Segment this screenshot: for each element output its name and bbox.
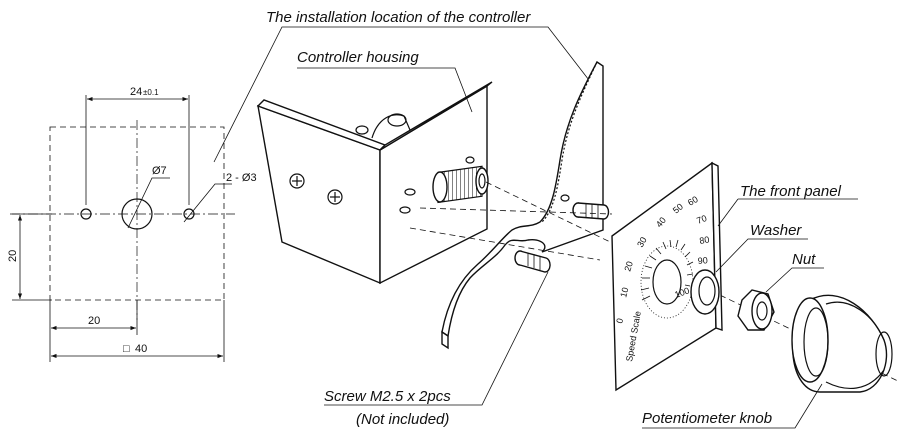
screw-upper [572, 202, 610, 220]
scale-tick-10: 10 [618, 286, 630, 298]
potentiometer-shaft [432, 165, 489, 204]
front-panel: 0 10 20 30 40 50 60 70 80 90 100 Speed S… [611, 161, 723, 392]
housing-mount-hole-1 [404, 188, 416, 196]
front-panel-center-hole [652, 259, 682, 305]
washer-leader [715, 238, 808, 273]
center-hole-leader [127, 177, 170, 229]
right-screw-hole [183, 208, 195, 220]
label-potentiometer-knob: Potentiometer knob [642, 410, 772, 427]
speed-scale-ticks: 0 10 20 30 40 50 60 70 80 90 100 [614, 194, 710, 324]
nut [737, 289, 775, 331]
square-symbol: □ [123, 343, 130, 355]
potentiometer-knob [791, 294, 893, 393]
housing-left-wall [257, 104, 381, 285]
label-not-included: (Not included) [356, 411, 449, 428]
housing-screw-2 [327, 189, 343, 205]
housing-screw-1 [289, 173, 305, 189]
left-screw-hole [80, 208, 92, 220]
side-holes-diameter: 2 - Ø3 [226, 172, 257, 184]
label-screw: Screw M2.5 x 2pcs [324, 388, 451, 405]
label-controller-housing: Controller housing [297, 49, 419, 66]
mounting-plate-section [441, 60, 604, 350]
scale-tick-40: 40 [654, 215, 668, 229]
panel-cutout-template: 24 ±0.1 Ø7 2 - Ø3 20 20 □ 40 [7, 86, 257, 362]
controller-housing [256, 81, 493, 285]
vertical-offset-value: 20 [7, 250, 19, 262]
screw-leader [324, 271, 549, 406]
hole-spacing-value: 24 [130, 86, 142, 98]
scale-tick-80: 80 [699, 234, 711, 246]
scale-tick-30: 30 [635, 235, 649, 249]
installation-location-leader [213, 26, 593, 163]
scale-tick-100: 100 [673, 285, 691, 300]
washer [690, 269, 720, 315]
square-size-value: 40 [135, 343, 147, 355]
center-hole-diameter: Ø7 [152, 165, 167, 177]
scale-tick-0: 0 [614, 317, 625, 324]
horizontal-offset-value: 20 [88, 315, 100, 327]
scale-tick-90: 90 [697, 255, 708, 266]
label-installation-location: The installation location of the control… [266, 9, 531, 26]
front-panel-leader [717, 198, 739, 227]
label-front-panel: The front panel [740, 183, 842, 200]
screw-lower [514, 250, 551, 273]
scale-tick-20: 20 [622, 260, 635, 273]
controller-housing-leader [297, 67, 473, 113]
knob-leader [642, 383, 823, 429]
center-hole [121, 198, 153, 230]
scale-tick-70: 70 [695, 213, 708, 226]
label-washer: Washer [750, 222, 802, 239]
scale-tick-60: 60 [686, 194, 700, 208]
side-holes-leader [183, 183, 232, 223]
nut-leader [765, 267, 824, 293]
scale-tick-50: 50 [671, 201, 685, 215]
housing-mount-hole-2 [399, 206, 411, 214]
label-nut: Nut [792, 251, 816, 268]
hole-spacing-tolerance: ±0.1 [143, 88, 159, 97]
